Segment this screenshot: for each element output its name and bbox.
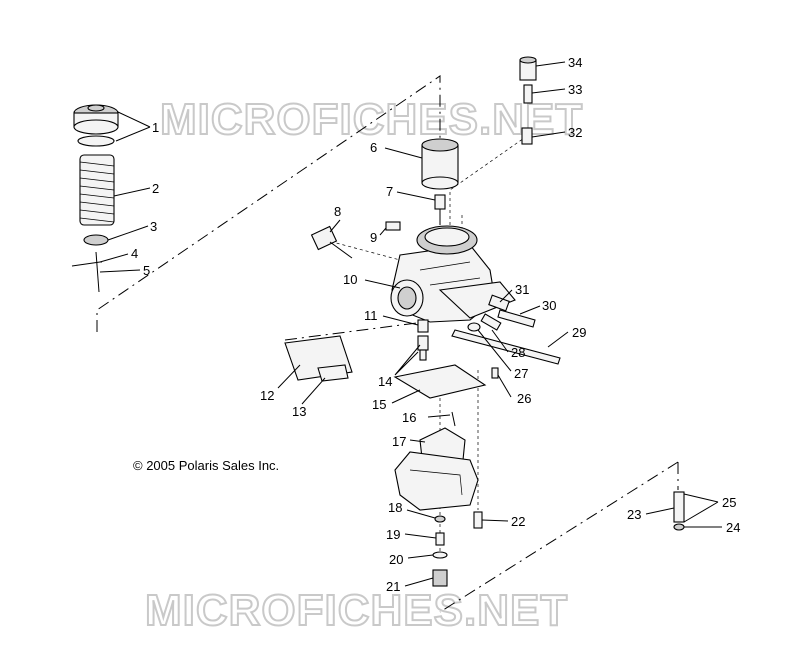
- callout-10: 10: [343, 272, 357, 287]
- callout-2: 2: [152, 181, 159, 196]
- callout-15: 15: [372, 397, 386, 412]
- part-5-needle: [95, 251, 100, 293]
- part-14-jets: [417, 335, 429, 361]
- callout-24: 24: [726, 520, 740, 535]
- part-15-bowl-gasket: [393, 364, 487, 399]
- callout-30: 30: [542, 298, 556, 313]
- part-18-washer: [434, 515, 446, 523]
- part-3-retainer: [83, 234, 109, 246]
- callout-labels: 1 2 3 4 5 6 7 8 9 10 11 12 13 14 15 16 1…: [131, 55, 740, 594]
- callout-1: 1: [152, 120, 159, 135]
- callout-8: 8: [334, 204, 341, 219]
- part-21-drain-plug: [432, 569, 448, 587]
- part-20-o-ring: [432, 551, 448, 559]
- part-26-screw: [491, 367, 499, 379]
- callout-16: 16: [402, 410, 416, 425]
- callout-5: 5: [143, 263, 150, 278]
- part-1-cap: [73, 104, 119, 147]
- part-16-pin: [451, 411, 456, 427]
- callout-25: 25: [722, 495, 736, 510]
- assembly-lines: [96, 75, 679, 613]
- callout-14: 14: [378, 374, 392, 389]
- callout-12: 12: [260, 388, 274, 403]
- callout-34: 34: [568, 55, 582, 70]
- callout-9: 9: [370, 230, 377, 245]
- part-7-jet-needle: [434, 194, 446, 225]
- part-34-cap: [519, 56, 537, 81]
- callout-19: 19: [386, 527, 400, 542]
- callout-29: 29: [572, 325, 586, 340]
- callout-6: 6: [370, 140, 377, 155]
- callout-13: 13: [292, 404, 306, 419]
- part-10-carburetor-body: [390, 225, 516, 323]
- callout-7: 7: [386, 184, 393, 199]
- part-31-spring: [488, 294, 510, 312]
- callout-27: 27: [514, 366, 528, 381]
- float-bowl: [394, 451, 479, 511]
- callout-26: 26: [517, 391, 531, 406]
- leader-lines: [99, 61, 722, 587]
- part-13-clip: [317, 364, 349, 382]
- part-19-screw: [435, 532, 445, 546]
- part-28-spring: [480, 313, 502, 331]
- part-24-clip: [673, 523, 685, 531]
- callout-23: 23: [627, 507, 641, 522]
- part-6-throttle-slide: [421, 138, 459, 190]
- part-33-spring: [523, 84, 533, 104]
- part-30-screw: [497, 309, 536, 328]
- callout-31: 31: [515, 282, 529, 297]
- callout-3: 3: [150, 219, 157, 234]
- callout-32: 32: [568, 125, 582, 140]
- callout-4: 4: [131, 246, 138, 261]
- part-27-washer: [467, 322, 481, 332]
- callout-21: 21: [386, 579, 400, 594]
- part-23-pin: [673, 491, 685, 523]
- watermark-bottom: MICROFICHES.NET: [145, 586, 568, 635]
- part-9-screw: [385, 221, 401, 231]
- callout-11: 11: [364, 308, 378, 323]
- part-29-rod: [451, 329, 561, 365]
- part-32-fitting: [521, 127, 533, 145]
- watermark-top: MICROFICHES.NET: [160, 95, 583, 144]
- part-2-spring: [79, 154, 115, 226]
- part-8-choke-plunger: [310, 225, 353, 259]
- callout-28: 28: [511, 345, 525, 360]
- callout-20: 20: [389, 552, 403, 567]
- copyright-notice: © 2005 Polaris Sales Inc.: [133, 458, 279, 473]
- callout-33: 33: [568, 82, 582, 97]
- part-22-screw: [473, 511, 483, 529]
- callout-18: 18: [388, 500, 402, 515]
- callout-22: 22: [511, 514, 525, 529]
- callout-17: 17: [392, 434, 406, 449]
- part-11-jet: [417, 319, 429, 333]
